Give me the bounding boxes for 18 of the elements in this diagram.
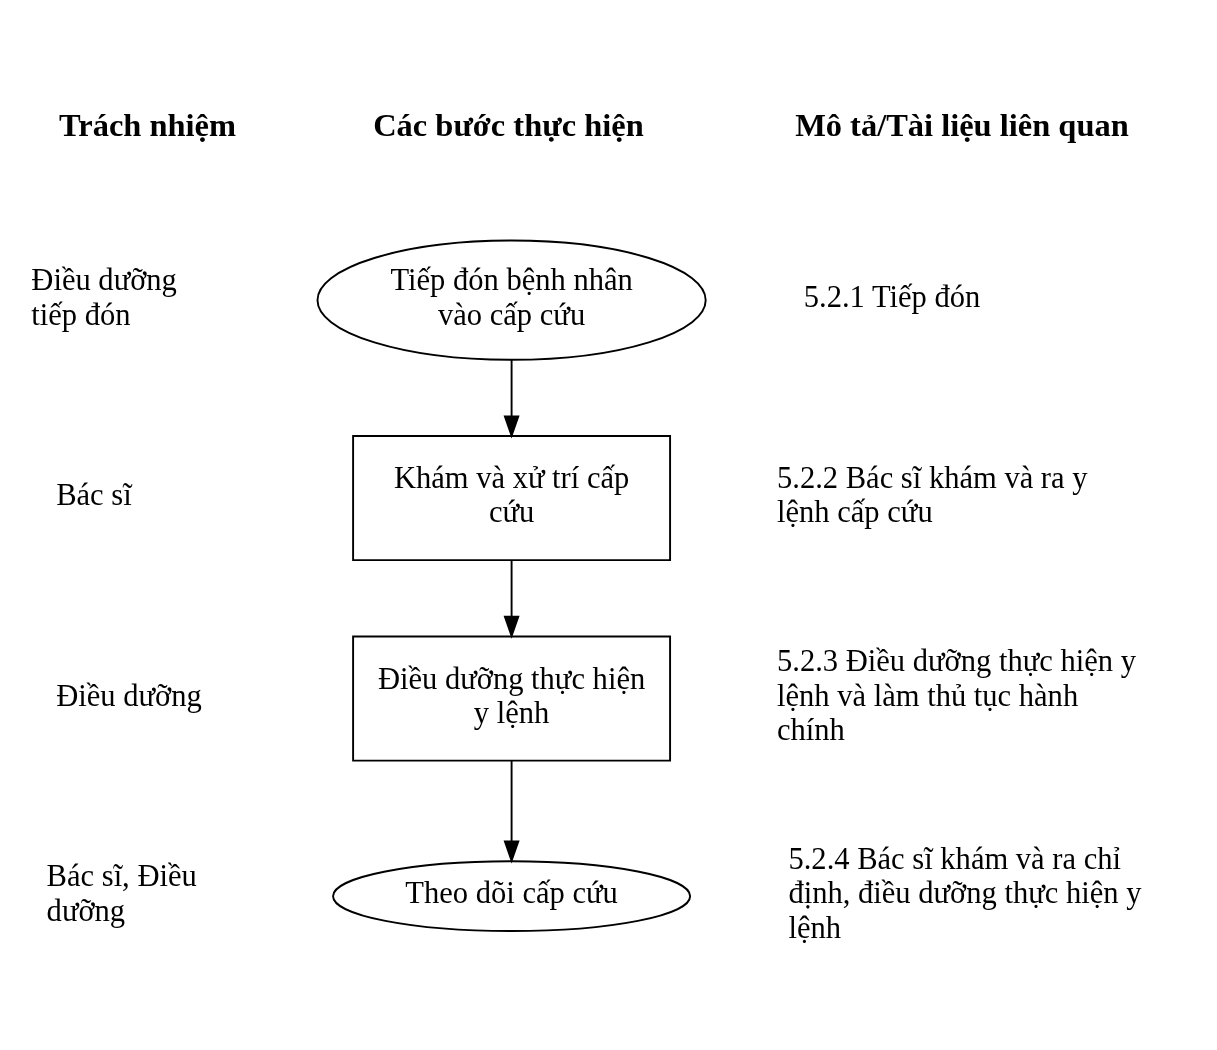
label: 5.2.3 Điều dưỡng thực hiện y lệnh và làm thủ tục hành chính xyxy=(777,643,1136,747)
label: Các bước thực hiện xyxy=(373,106,644,143)
arrow xyxy=(503,759,520,863)
label: 5.2.2 Bác sĩ khám và ra y lệnh cấp cứu xyxy=(777,460,1088,529)
label: Bác sĩ, Điều dưỡng xyxy=(46,858,197,928)
node-ellipse: Theo dõi cấp cứu xyxy=(332,859,692,932)
arrow xyxy=(503,559,520,639)
label: Mô tả/Tài liệu liên quan xyxy=(795,106,1129,143)
label: Bác sĩ xyxy=(56,477,132,512)
label: Trách nhiệm xyxy=(59,106,237,143)
arrow xyxy=(503,358,520,439)
node-box: Điều dưỡng thực hiện y lệnh xyxy=(352,635,672,762)
label: 5.2.1 Tiếp đón xyxy=(803,279,981,314)
label: Điều dưỡng tiếp đón xyxy=(31,262,177,332)
label: 5.2.4 Bác sĩ khám và ra chỉ định, điều dưỡng thực hiện y lệnh xyxy=(788,841,1142,945)
label: Điều dưỡng xyxy=(56,678,202,713)
node-box: Khám và xử trí cấp cứu xyxy=(352,434,672,561)
node-ellipse: Tiếp đón bệnh nhân vào cấp cứu xyxy=(316,239,707,361)
